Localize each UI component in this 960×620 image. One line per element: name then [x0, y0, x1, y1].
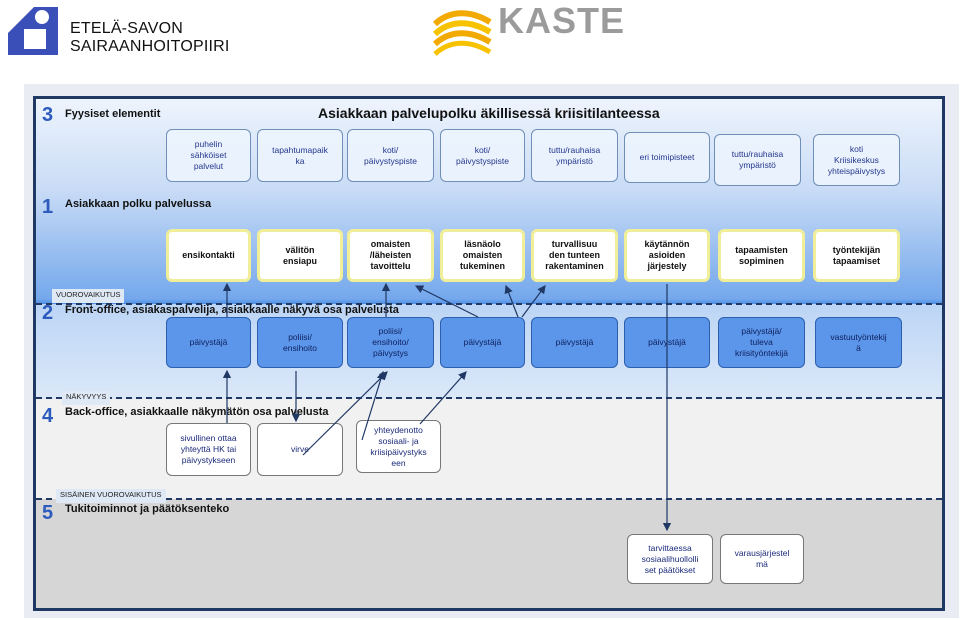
customer-step-3: omaisten /läheisten tavoittelu — [347, 229, 434, 282]
diagram-title: Asiakkaan palvelupolku äkillisessä kriis… — [318, 105, 660, 121]
customer-step-8: työntekijän tapaamiset — [813, 229, 900, 282]
front-office-box-5: päivystäjä — [531, 317, 618, 368]
physical-box-6: eri toimipisteet — [624, 132, 710, 183]
customer-step-2: välitön ensiapu — [257, 229, 343, 282]
physical-box-7: tuttu/rauhaisa ympäristö — [714, 134, 801, 186]
customer-step-5: turvallisuu den tunteen rakentaminen — [531, 229, 618, 282]
row-title-front-office: Front-office, asiakaspalvelija, asiakkaa… — [65, 304, 399, 316]
organization-name: ETELÄ-SAVON SAIRAANHOITOPIIRI — [70, 20, 230, 56]
front-office-box-7: päivystäjä/ tuleva kriisityöntekijä — [718, 317, 805, 368]
line-of-interaction — [36, 303, 942, 305]
front-office-box-4: päivystäjä — [440, 317, 525, 368]
support-box-2: varausjärjestel mä — [720, 534, 804, 584]
row-title-physical: Fyysiset elementit — [65, 108, 161, 120]
row-number-2: 2 — [42, 302, 54, 324]
front-office-box-2: poliisi/ ensihoito — [257, 317, 343, 368]
organization-name-line1: ETELÄ-SAVON — [70, 20, 184, 37]
customer-step-6: käytännön asioiden järjestely — [624, 229, 710, 282]
tag-nakyvyys: NÄKYVYYS — [62, 391, 111, 405]
customer-step-4: läsnäolo omaisten tukeminen — [440, 229, 525, 282]
back-office-box-1: sivullinen ottaa yhteyttä HK tai päivyst… — [166, 423, 251, 476]
back-office-box-3: yhteydenotto sosiaali- ja kriisipäivysty… — [356, 420, 441, 473]
kaste-logo-wave-icon — [432, 10, 492, 56]
esshp-logo — [8, 7, 58, 55]
front-office-box-3: poliisi/ ensihoito/ päivystys — [347, 317, 434, 368]
tag-sisainen: SISÄINEN VUOROVAIKUTUS — [56, 489, 166, 503]
physical-box-2: tapahtumapaik ka — [257, 129, 343, 182]
row-number-5: 5 — [42, 502, 54, 524]
front-office-box-8: vastuutyöntekij ä — [815, 317, 902, 368]
physical-box-3: koti/ päivystyspiste — [347, 129, 434, 182]
row-number-3: 3 — [42, 104, 54, 126]
row-title-back-office: Back-office, asiakkaalle näkymätön osa p… — [65, 406, 329, 418]
organization-name-line2: SAIRAANHOITOPIIRI — [70, 38, 230, 55]
row-number-1: 1 — [42, 196, 54, 218]
physical-box-8: koti Kriisikeskus yhteispäivystys — [813, 134, 900, 186]
kaste-logo-text: KASTE — [498, 0, 626, 41]
row-title-customer: Asiakkaan polku palvelussa — [65, 198, 212, 210]
front-office-box-6: päivystäjä — [624, 317, 710, 368]
row-number-4: 4 — [42, 405, 54, 427]
support-box-1: tarvittaessa sosiaalihuollolli set päätö… — [627, 534, 713, 584]
line-of-internal-interaction — [36, 498, 942, 500]
physical-box-1: puhelin sähköiset palvelut — [166, 129, 251, 182]
front-office-box-1: päivystäjä — [166, 317, 251, 368]
line-of-visibility — [36, 397, 942, 399]
row-title-support: Tukitoiminnot ja päätöksenteko — [65, 503, 230, 515]
customer-step-1: ensikontakti — [166, 229, 251, 282]
physical-box-4: koti/ päivystyspiste — [440, 129, 525, 182]
back-office-box-2: virve — [257, 423, 343, 476]
physical-box-5: tuttu/rauhaisa ympäristö — [531, 129, 618, 182]
support-band — [36, 499, 942, 608]
tag-vuorovaikutus: VUOROVAIKUTUS — [52, 289, 125, 303]
customer-step-7: tapaamisten sopiminen — [718, 229, 805, 282]
